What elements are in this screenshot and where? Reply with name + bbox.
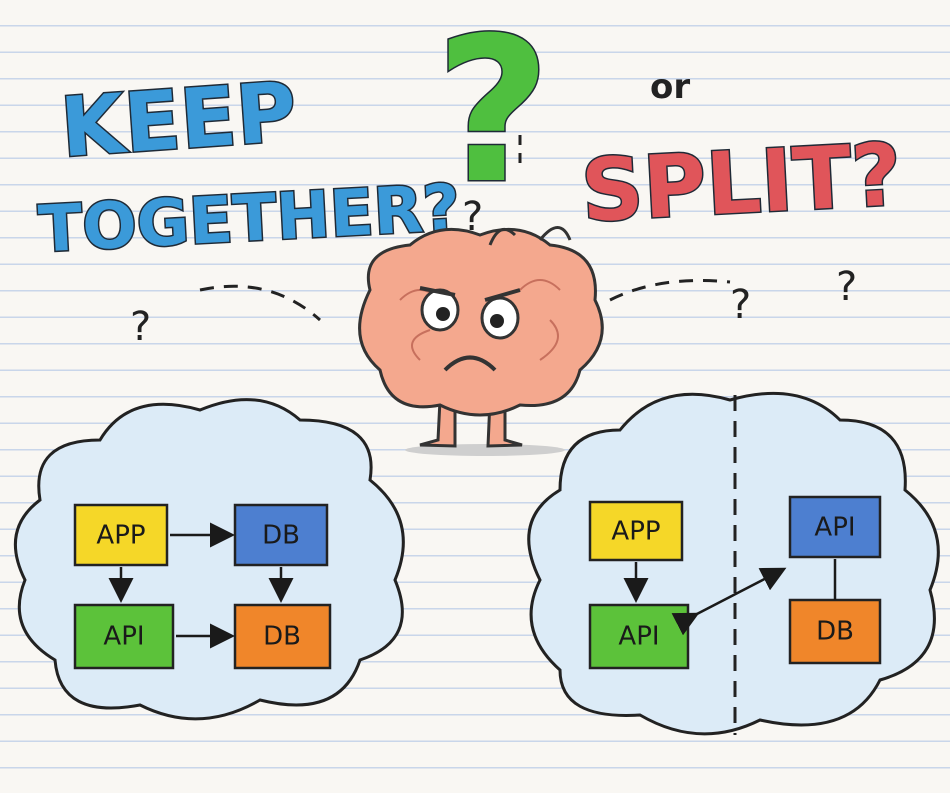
- box-api: [73, 603, 175, 670]
- box-db: [233, 603, 332, 670]
- dashed-line-left: [199, 284, 322, 322]
- right-architecture: APP API API DB: [588, 495, 882, 670]
- title-keep: KEEP: [58, 65, 300, 176]
- box-api-label: API: [814, 513, 855, 543]
- bidirectional-arrow: [671, 567, 787, 636]
- box-app-label: APP: [96, 521, 145, 551]
- title-split: SPLIT?: [579, 125, 904, 242]
- box-db-label: DB: [816, 617, 854, 647]
- box-db-label: DB: [262, 521, 300, 551]
- box-db: [788, 598, 882, 665]
- question-mark-far-right: ?: [836, 264, 857, 310]
- confused-brain-character: [358, 226, 604, 456]
- box-app-label: APP: [611, 517, 660, 547]
- box-app: [588, 500, 684, 562]
- box-api: [788, 495, 882, 559]
- left-cloud: [13, 398, 405, 721]
- box-app: [73, 503, 169, 567]
- big-question-mark: ?: [435, 0, 551, 228]
- left-architecture: APP DB API DB: [73, 503, 332, 670]
- question-mark-left: ?: [130, 304, 151, 350]
- dashed-line-right: [609, 279, 731, 302]
- box-db-label: DB: [263, 622, 301, 652]
- box-api-label: API: [103, 622, 144, 652]
- box-db: [233, 503, 329, 567]
- question-mark-top: ?: [462, 194, 483, 240]
- title-or: or: [650, 67, 690, 107]
- question-mark-right: ?: [730, 282, 751, 328]
- box-api-label: API: [618, 622, 659, 652]
